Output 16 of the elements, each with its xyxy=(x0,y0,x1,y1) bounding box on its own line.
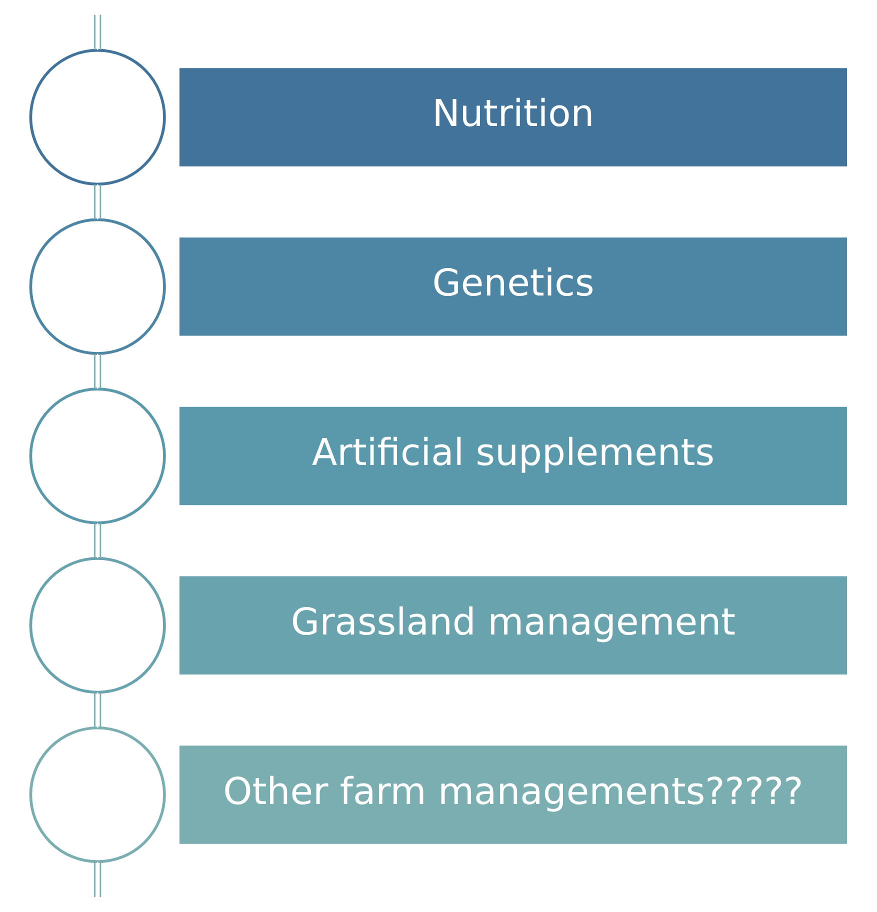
node-circle xyxy=(29,557,166,694)
connector xyxy=(94,523,102,558)
node-box: Other farm managements????? xyxy=(179,746,848,844)
connector xyxy=(94,692,102,728)
node-circle xyxy=(29,218,166,355)
node-circle xyxy=(29,726,166,864)
node-box: Grassland management xyxy=(179,576,848,674)
connector xyxy=(94,14,96,50)
node-box: Nutrition xyxy=(179,68,848,166)
connector xyxy=(94,184,102,220)
node-box: Artificial supplements xyxy=(179,406,848,506)
node-circle xyxy=(29,388,166,524)
connector xyxy=(94,862,96,898)
node-box: Genetics xyxy=(179,238,848,336)
node-circle xyxy=(29,48,166,186)
connector xyxy=(94,354,102,389)
